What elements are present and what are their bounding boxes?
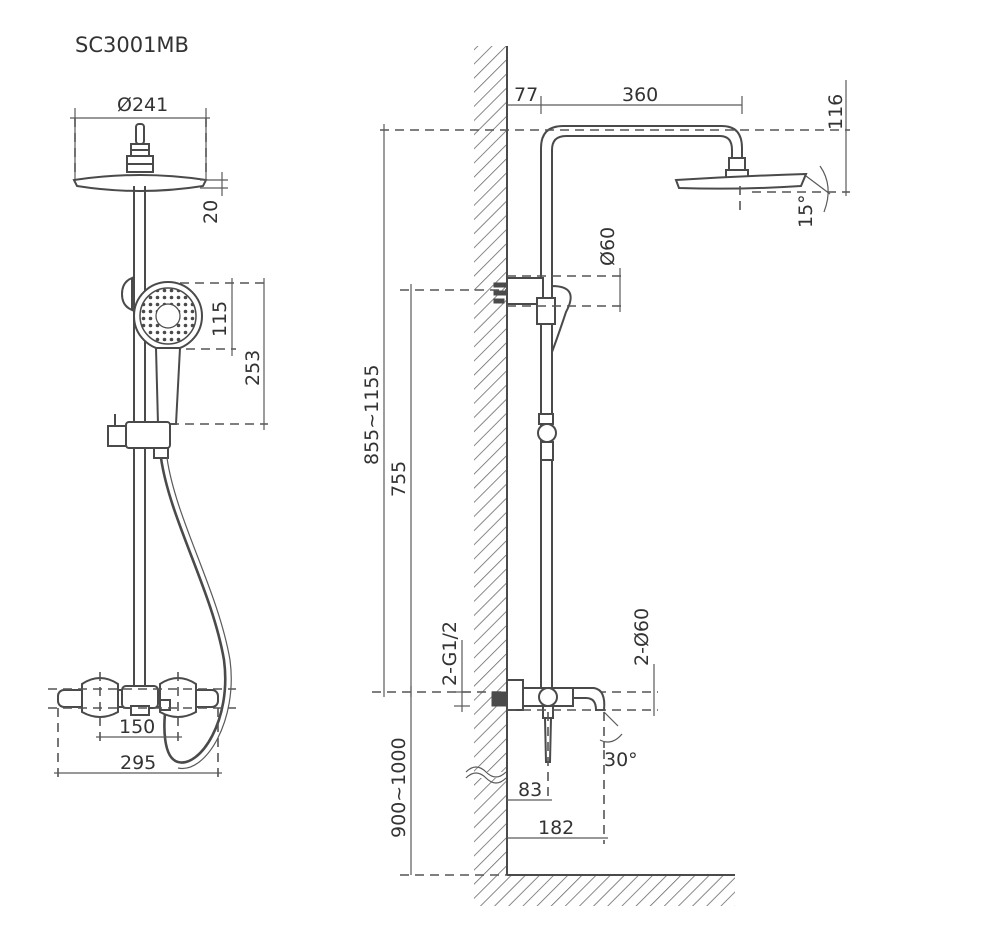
valve-projection-label: 83 — [518, 779, 542, 801]
mixer-body-front — [48, 672, 236, 778]
inlet-thread-label: 2-G1/2 — [439, 621, 461, 686]
valve-width-label: 295 — [120, 752, 156, 774]
head-drop-dimension: 116 15° — [380, 80, 850, 228]
arm-dimensions: 77 360 — [507, 84, 743, 114]
head-thickness-label: 20 — [200, 200, 222, 224]
install-height-label: 900~1000 — [388, 737, 410, 838]
front-view: Ø241 20 — [48, 94, 268, 778]
hose — [159, 457, 227, 764]
inlet-thread-dimension: 2-G1/2 — [439, 621, 470, 712]
head-diameter-dimension: Ø241 — [70, 94, 210, 180]
head-drop-label: 116 — [825, 94, 847, 130]
head-thickness-dimension: 20 — [200, 172, 228, 224]
overall-height-label: 855~1155 — [361, 364, 383, 465]
arm-offset-label: 77 — [514, 84, 538, 106]
height-dimensions: 855~1155 755 900~1000 — [361, 124, 658, 876]
rail-holder-front — [107, 414, 171, 459]
wall-bracket: Ø60 — [493, 227, 624, 353]
holder-drop-label: 253 — [242, 350, 264, 386]
hand-shower-size-label: 115 — [209, 301, 231, 337]
head-diameter-label: Ø241 — [117, 94, 168, 116]
hand-shower-dimensions: 115 253 — [170, 278, 268, 430]
side-view: 77 360 116 15° — [361, 46, 850, 906]
side-riser-and-arm — [540, 125, 743, 700]
rain-head-front — [72, 174, 208, 192]
valve-centers-label: 150 — [119, 716, 155, 738]
mixer-dimensions: 150 295 — [54, 716, 222, 774]
wall-section — [465, 46, 735, 906]
overhead-connector — [126, 123, 154, 173]
hand-shower-front — [120, 276, 203, 425]
bracket-diameter-label: Ø60 — [597, 227, 619, 266]
escutcheon-diameter-label: 2-Ø60 — [631, 608, 653, 666]
spout-angle: 30° — [599, 711, 638, 771]
escutcheon-dimension: 2-Ø60 — [631, 608, 655, 716]
spout-angle-label: 30° — [604, 749, 638, 771]
rail-height-label: 755 — [388, 461, 410, 497]
arm-length-label: 360 — [622, 84, 658, 106]
rain-head-side — [674, 157, 808, 210]
head-tilt-label: 15° — [795, 194, 817, 228]
hose-inner — [166, 457, 232, 769]
spout-projection-label: 182 — [538, 817, 574, 839]
projection-dimensions: 83 182 — [507, 712, 608, 844]
rail-slider-side — [537, 413, 557, 461]
model-label: SC3001MB — [75, 33, 189, 57]
